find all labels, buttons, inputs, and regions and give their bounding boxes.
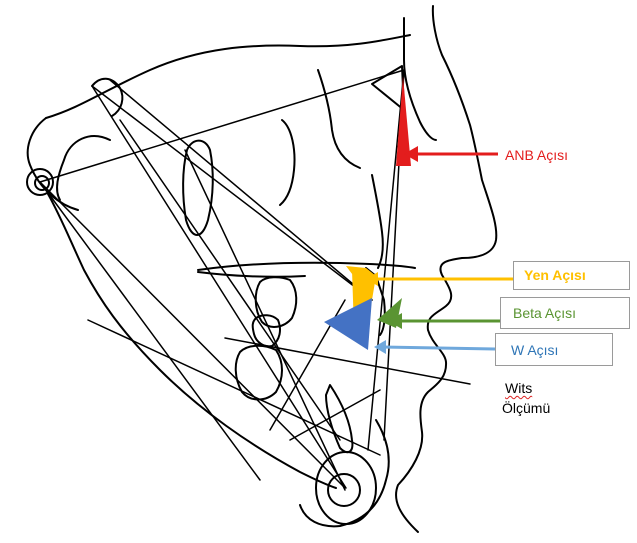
soft-tissue-profile bbox=[396, 6, 496, 532]
wits-label-line2: Ölçümü bbox=[502, 399, 550, 417]
pterygomaxillary-fissure bbox=[280, 120, 295, 205]
s-gn-line bbox=[92, 86, 346, 488]
occlusal-plane bbox=[225, 338, 470, 384]
beta-angle-label: Beta Açısı bbox=[513, 304, 576, 322]
ba-n-line bbox=[110, 80, 372, 300]
w-angle-triangle bbox=[324, 298, 372, 350]
symphysis-inner bbox=[328, 474, 360, 506]
cranial-outline bbox=[46, 35, 410, 118]
w-arrow-head bbox=[374, 340, 386, 354]
wits-label-line1: Wits bbox=[505, 379, 532, 397]
yen-angle-label: Yen Açısı bbox=[524, 266, 586, 284]
palatal-plane bbox=[198, 263, 415, 270]
orbit-line bbox=[185, 150, 345, 490]
gonial-line bbox=[40, 182, 260, 480]
anb-angle-label: ANB Açısı bbox=[505, 146, 568, 164]
nasal-notch bbox=[372, 66, 404, 110]
frankfort-line bbox=[40, 182, 345, 488]
ramus-line bbox=[120, 120, 340, 440]
sn-line bbox=[40, 70, 404, 182]
w-arrow-line bbox=[382, 347, 495, 349]
mandible-ramus bbox=[48, 194, 336, 488]
skull-left-curve bbox=[28, 118, 78, 210]
nasal-bone bbox=[404, 18, 436, 140]
maxilla-anterior bbox=[372, 175, 383, 268]
w-angle-label: W Açısı bbox=[511, 341, 558, 359]
palate-lower bbox=[198, 272, 305, 277]
